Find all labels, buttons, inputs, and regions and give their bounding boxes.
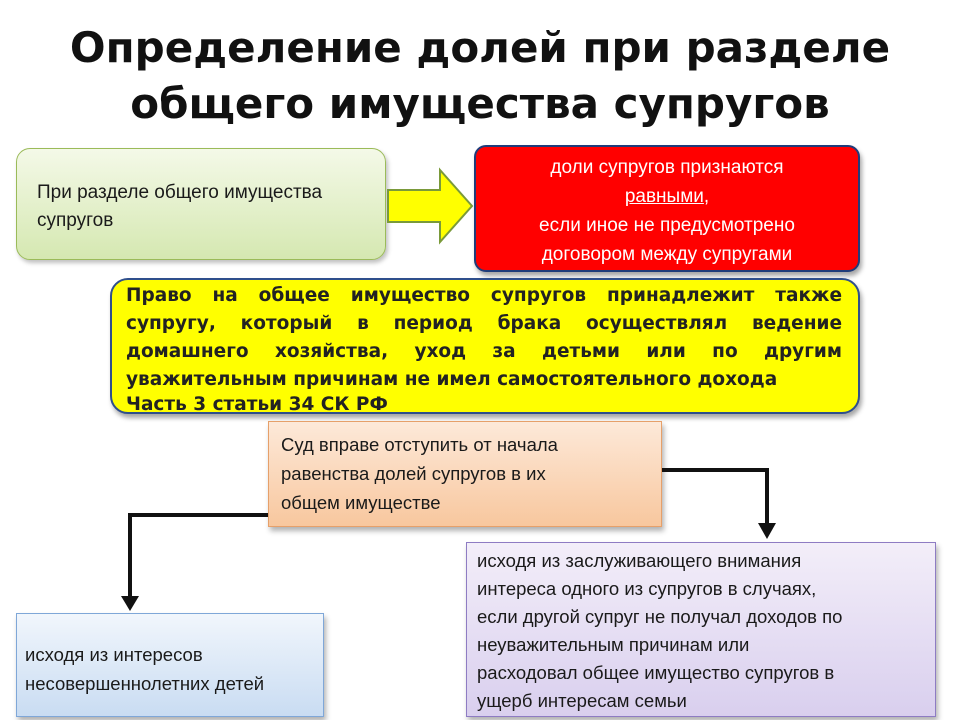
red-line-3: если иное не предусмотрено [539,215,795,236]
arrowhead-to-children-box [121,596,139,611]
purple-line-3: если другой супруг не получал доходов по [477,606,843,627]
purple-line-5: расходовал общее имущество супругов в [477,662,835,683]
blue-line-2: несовершеннолетних детей [25,673,265,694]
law-reference: Часть 3 статьи 34 СК РФ [126,394,388,415]
children-interest-box: исходя из интересов несовершеннолетних д… [16,613,324,717]
connector-to-children-box [128,513,268,598]
green-line-1: При разделе общего имущества [37,182,323,203]
purple-line-4: неуважительным причинам или [477,634,750,655]
purple-line-6: ущерб интересам семьи [477,690,687,711]
title-line-2: общего имущества супругов [130,79,830,128]
equal-word: равными [624,186,704,207]
equal-shares-box: доли супругов признаются равными, если и… [474,145,860,272]
title-line-1: Определение долей при разделе [69,23,891,72]
diagram-title: Определение долей при разделе общего иму… [40,20,920,132]
purple-line-1: исходя из заслуживающего внимания [477,550,802,571]
blue-line-1: исходя из интересов [25,644,203,665]
orange-line-3: общем имуществе [281,492,441,513]
homemaker-right-text: Право на общее имущество супругов принад… [126,285,842,390]
homemaker-right-box: Право на общее имущество супругов принад… [110,278,860,415]
connector-to-spouse-box [662,468,769,525]
right-block-arrow [387,167,474,245]
orange-line-2: равенства долей супругов в их [281,463,546,484]
court-deviation-box: Суд вправе отступить от начала равенства… [268,421,662,527]
green-line-2: супругов [37,210,114,231]
red-line-4: договором между супругами [541,244,793,265]
purple-line-2: интереса одного из супругов в случаях, [477,578,817,599]
division-condition-box: При разделе общего имущества супругов [16,148,386,260]
equal-comma: , [703,186,710,207]
spouse-interest-box: исходя из заслуживающего внимания интере… [466,542,936,717]
orange-line-1: Суд вправе отступить от начала [281,434,558,455]
red-line-1: доли супругов признаются [550,157,784,178]
red-line-2: равными, [484,182,850,211]
arrowhead-to-spouse-box [758,523,776,539]
